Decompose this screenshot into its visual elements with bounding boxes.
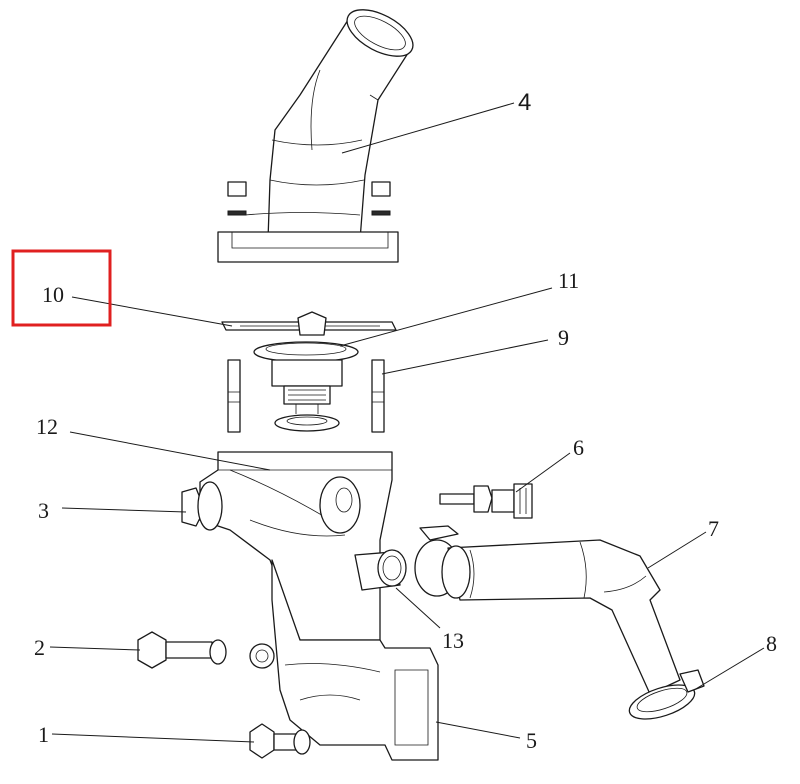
leader-11 <box>339 287 553 347</box>
leader-13 <box>395 587 441 629</box>
callout-1: 1 <box>38 722 49 747</box>
part-11-thermostat <box>253 311 359 432</box>
leader-9 <box>381 339 549 375</box>
leader-3 <box>61 507 187 513</box>
part-9-seal-strips <box>227 359 385 433</box>
part-6-temperature-sensor <box>439 483 533 519</box>
leader-7 <box>647 531 707 569</box>
part-3-drain-plug <box>181 481 223 531</box>
part-13-pipe-stub <box>354 549 407 591</box>
leader-1 <box>51 733 255 743</box>
leader-8 <box>693 647 765 691</box>
nut-left <box>227 181 247 197</box>
callout-4: 4 <box>518 89 531 116</box>
callout-6: 6 <box>573 435 584 460</box>
leader-lines <box>49 102 765 743</box>
part-2-bolt <box>137 631 227 669</box>
part-5-lower-housing <box>249 559 439 761</box>
leader-6 <box>515 452 571 493</box>
callout-9: 9 <box>558 325 569 350</box>
callout-labels: 4 10 11 9 12 3 6 7 13 2 8 5 1 <box>34 89 777 753</box>
leader-5 <box>435 721 521 739</box>
part-12-thermostat-housing <box>199 451 393 641</box>
leader-2 <box>49 646 141 651</box>
part-7-hose <box>414 525 681 695</box>
highlight-box <box>11 249 112 327</box>
callout-13: 13 <box>442 628 464 653</box>
washer-right <box>371 210 391 216</box>
part-8-hose-clamp <box>628 669 705 720</box>
part-4-outlet-elbow <box>217 9 414 263</box>
callout-10: 10 <box>42 282 64 307</box>
callout-12: 12 <box>36 414 58 439</box>
callout-7: 7 <box>708 516 719 541</box>
part-1-bolt <box>249 723 311 759</box>
callout-8: 8 <box>766 631 777 656</box>
leader-4 <box>341 102 515 154</box>
callout-11: 11 <box>558 268 579 293</box>
nut-right <box>371 181 391 197</box>
callout-2: 2 <box>34 635 45 660</box>
callout-3: 3 <box>38 498 49 523</box>
leader-12 <box>69 431 271 471</box>
leader-10 <box>71 296 233 327</box>
callout-5: 5 <box>526 728 537 753</box>
washer-left <box>227 210 247 216</box>
